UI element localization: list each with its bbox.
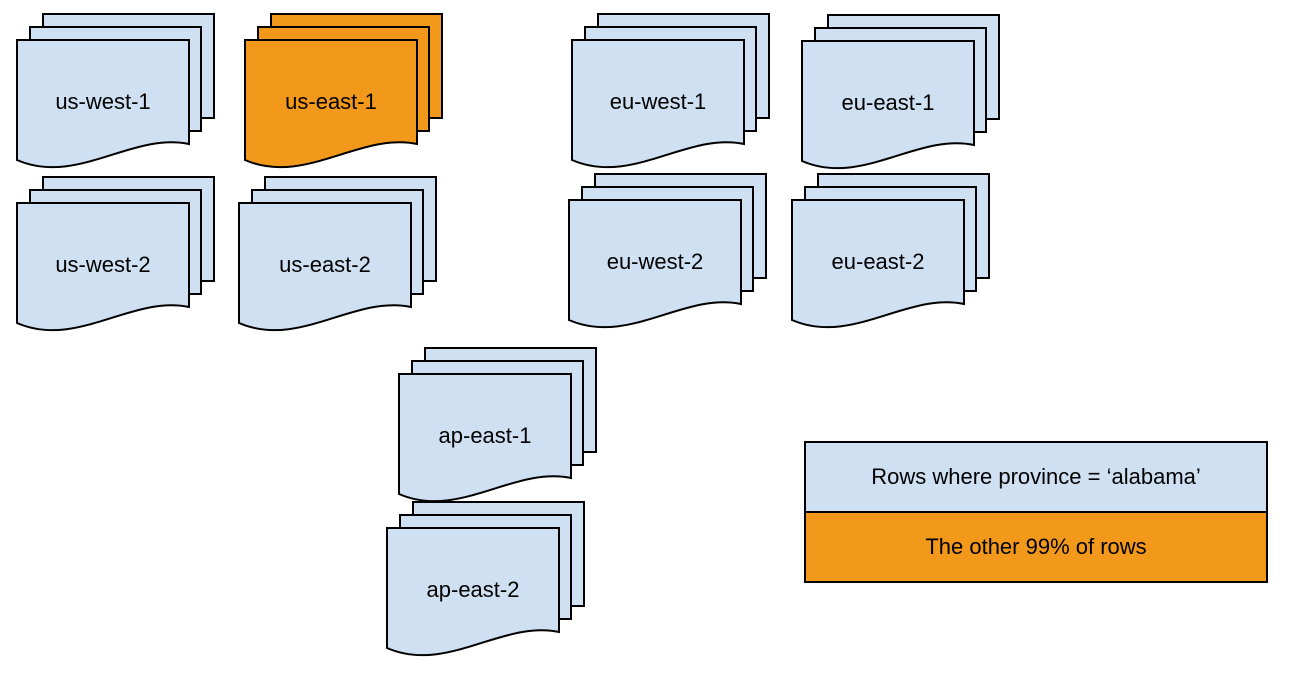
region-label: eu-west-2 [607,249,704,274]
document-sheet-front [568,199,742,329]
document-stack-icon: eu-east-1 [801,14,1000,170]
document-stack-icon: us-east-1 [244,13,443,169]
document-stack-us-west-2: us-west-2 [16,176,220,334]
document-stack-icon: eu-west-2 [568,173,767,329]
region-label: eu-west-1 [610,89,707,114]
document-sheet-front [16,39,190,169]
legend-item-other-rows: The other 99% of rows [806,511,1266,581]
region-label: us-east-2 [279,252,371,277]
document-stack-icon: ap-east-1 [398,347,597,503]
document-sheet-front [386,527,560,657]
legend-item-alabama-rows: Rows where province = ‘alabama’ [806,443,1266,511]
document-stack-icon: us-west-1 [16,13,215,169]
region-label: ap-east-1 [439,423,532,448]
document-stack-ap-east-2: ap-east-2 [386,501,590,659]
region-label: eu-east-2 [832,249,925,274]
document-sheet-front [801,40,975,170]
document-stack-eu-east-1: eu-east-1 [801,14,1005,172]
document-sheet-front [244,39,418,169]
region-label: us-west-1 [55,89,150,114]
document-stack-icon: eu-west-1 [571,13,770,169]
region-label: eu-east-1 [842,90,935,115]
legend-label: Rows where province = ‘alabama’ [871,464,1201,489]
document-stack-us-west-1: us-west-1 [16,13,220,171]
legend: Rows where province = ‘alabama’ The othe… [804,441,1268,583]
document-stack-icon: us-west-2 [16,176,215,332]
document-stack-us-east-2: us-east-2 [238,176,442,334]
document-sheet-front [398,373,572,503]
document-stack-eu-west-2: eu-west-2 [568,173,772,331]
region-label: ap-east-2 [427,577,520,602]
document-stack-eu-west-1: eu-west-1 [571,13,775,171]
document-stack-icon: ap-east-2 [386,501,585,657]
legend-label: The other 99% of rows [925,534,1147,559]
document-sheet-front [791,199,965,329]
document-stack-us-east-1: us-east-1 [244,13,448,171]
document-stack-icon: eu-east-2 [791,173,990,329]
document-stack-ap-east-1: ap-east-1 [398,347,602,505]
document-sheet-front [571,39,745,169]
region-label: us-west-2 [55,252,150,277]
document-stack-eu-east-2: eu-east-2 [791,173,995,331]
region-label: us-east-1 [285,89,377,114]
document-sheet-front [238,202,412,332]
document-sheet-front [16,202,190,332]
document-stack-icon: us-east-2 [238,176,437,332]
